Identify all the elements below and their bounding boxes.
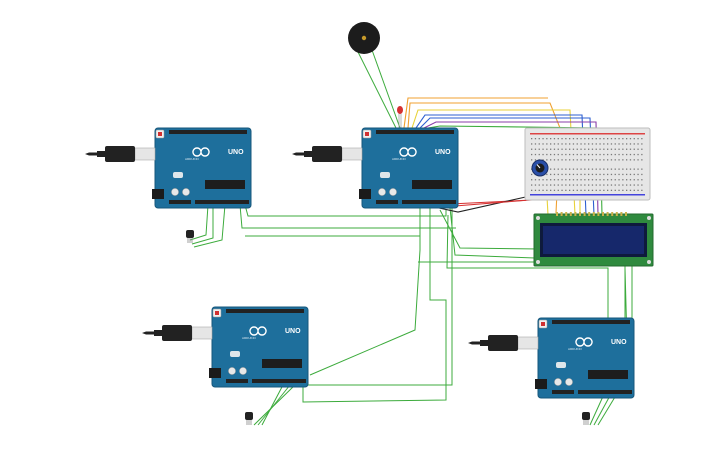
potentiometer[interactable]: [531, 159, 549, 177]
board-label: UNO: [228, 149, 244, 156]
usb-cable-2[interactable]: [290, 144, 364, 164]
board-brand: ARDUINO: [392, 157, 407, 161]
temperature-sensor-3[interactable]: [581, 411, 591, 426]
usb-cable-4[interactable]: [466, 333, 540, 353]
arduino-uno-3[interactable]: UNO ARDUINO: [208, 306, 309, 388]
arduino-uno-4[interactable]: UNO ARDUINO: [534, 317, 635, 399]
board-brand: ARDUINO: [242, 336, 257, 340]
board-brand: ARDUINO: [185, 157, 200, 161]
mini-breadboard[interactable]: [524, 127, 651, 201]
usb-cable-3[interactable]: [140, 323, 214, 343]
arduino-uno-1[interactable]: UNO ARDUINO: [151, 127, 252, 209]
temperature-sensor-2[interactable]: [244, 411, 254, 426]
temperature-sensor-1[interactable]: [185, 229, 195, 244]
board-label: UNO: [611, 339, 627, 346]
board-label: UNO: [435, 149, 451, 156]
board-brand: ARDUINO: [568, 347, 583, 351]
piezo-buzzer[interactable]: [348, 22, 380, 54]
board-label: UNO: [285, 328, 301, 335]
arduino-uno-2[interactable]: UNO ARDUINO: [358, 127, 459, 209]
red-led[interactable]: [397, 106, 403, 128]
usb-cable-1[interactable]: [83, 144, 157, 164]
lcd-16x2[interactable]: [533, 212, 654, 267]
